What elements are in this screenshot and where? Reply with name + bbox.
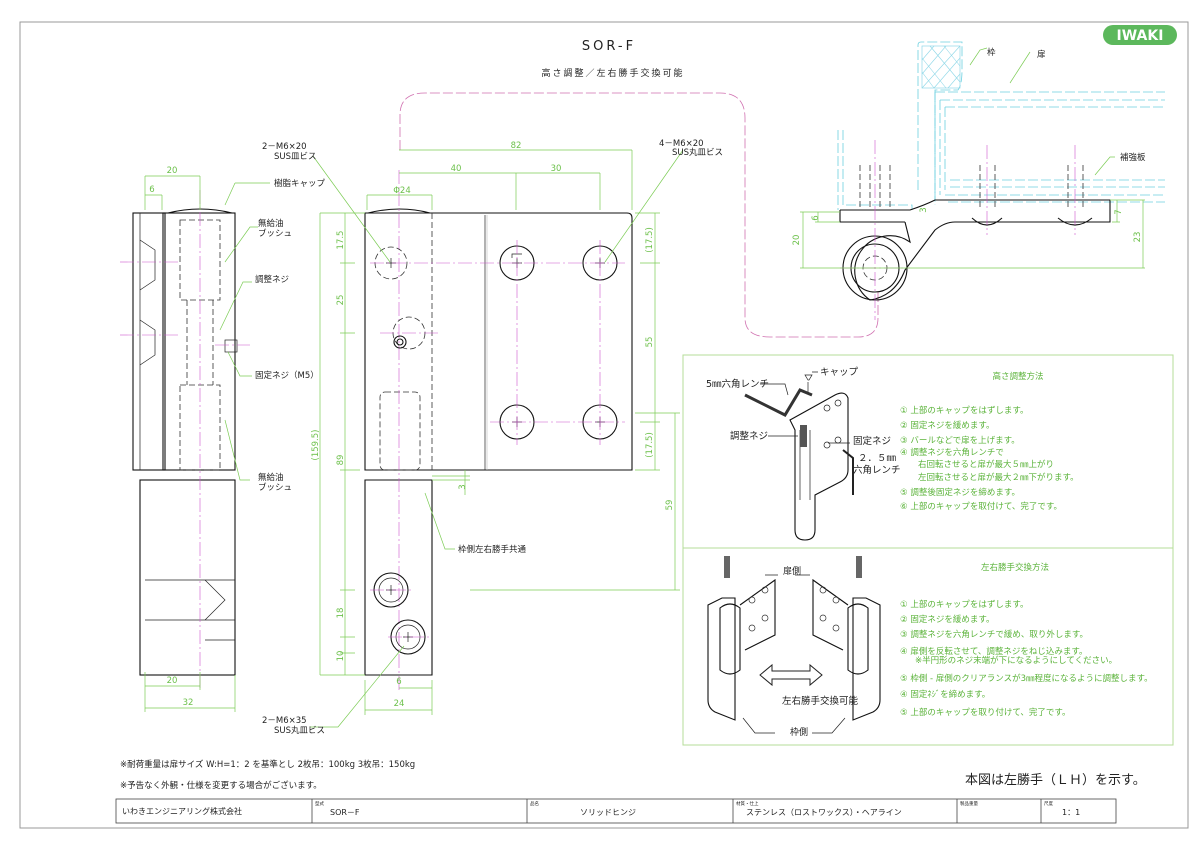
label-resin-cap: 樹脂キャップ	[274, 178, 326, 189]
height-step: ⑥ 上部のキャップを取付けて、完了です。	[900, 501, 1062, 512]
label-adjust-screw: 調整ネジ	[255, 274, 289, 285]
hand-step: ③ 調整ネジを六角レンチで緩め、取り外します。	[900, 629, 1088, 640]
dim-18: 18	[336, 608, 346, 619]
drawing-subtitle: 高さ調整／左右勝手交換可能	[541, 67, 684, 79]
dim-82: 82	[511, 141, 522, 151]
label-right-screw-type: SUS丸皿ビス	[672, 147, 723, 158]
title-block	[115, 798, 1117, 824]
dim-plan-20: 20	[792, 235, 802, 246]
dim-40: 40	[451, 164, 462, 174]
front-view	[310, 149, 684, 728]
dim-89: 89	[336, 455, 346, 466]
label-top-screw-type: SUS皿ビス	[274, 152, 317, 162]
height-step: ③ バールなどで扉を上げます。	[900, 435, 1020, 446]
hand-step: ⑤ 上部のキャップを取り付けて、完了です。	[900, 707, 1071, 718]
callout-wrench-2-5mm-1: ２．５㎜	[858, 453, 897, 464]
dim-plan-7: 7	[1114, 209, 1124, 214]
dim-plan-23: 23	[1133, 232, 1143, 243]
name-value: ソリッドヒンジ	[580, 808, 636, 817]
dim-plan-3: 3	[919, 207, 929, 212]
sheet-border	[19, 21, 1189, 829]
company-name: いわきエンジニアリング株式会社	[122, 806, 242, 816]
model-value: SOR－F	[330, 808, 360, 817]
callout-wrench-2-5mm-2: 六角レンチ	[853, 464, 901, 476]
dim-plan-6: 6	[811, 215, 821, 220]
hand-step: ④ 扉側を反転させて、調整ネジをねじ込みます。	[900, 646, 1088, 657]
label-fix-screw: 固定ネジ（M5）	[255, 370, 319, 381]
hand-step: ※半円形のネジ末端が下になるようにしてください。	[915, 655, 1117, 666]
dim-side-6: 6	[149, 185, 154, 195]
callout-swap: 左右勝手交換可能	[782, 695, 859, 707]
label-bush-top-1: 無給油	[258, 218, 284, 229]
note-load: ※耐荷重量は扉サイズ W:H=1：2 を基準とし 2枚吊：100kg 3枚吊：1…	[120, 759, 415, 770]
scale-label: 尺度	[1044, 800, 1053, 807]
weight-label: 製品重量	[960, 800, 978, 807]
model-label: 型式	[315, 800, 324, 807]
label-bottom-screw-spec: 2－M6×35	[262, 716, 307, 726]
dim-phi24: Φ24	[393, 186, 411, 196]
label-bush-bottom-2: ブッシュ	[258, 482, 292, 493]
height-step: ⑤ 調整後固定ネジを締めます。	[900, 487, 1020, 498]
dim-59: 59	[665, 500, 675, 511]
callout-frame-side: 枠側	[790, 726, 808, 738]
label-door: 扉	[1037, 49, 1046, 60]
label-frame-common: 枠側左右勝手共通	[458, 544, 527, 555]
brand-logo: IWAKI	[1103, 25, 1177, 45]
callout-wrench-5mm: 5㎜六角レンチ	[706, 378, 769, 390]
dim-right-17-5-top: (17.5)	[645, 227, 655, 253]
callout-fix-screw: 固定ネジ	[853, 435, 891, 447]
callout-adjust-screw: 調整ネジ	[730, 430, 768, 442]
callout-door-side: 扉側	[783, 565, 801, 577]
name-label: 品名	[530, 800, 539, 807]
hand-step: ② 固定ネジを緩めます。	[900, 614, 994, 625]
dim-right-17-5-bottom: (17.5)	[645, 432, 655, 458]
dim-side-20: 20	[167, 166, 178, 176]
drawing-title: SOR-F	[582, 39, 636, 54]
callout-cap: キャップ	[820, 367, 859, 378]
height-step: ① 上部のキャップをはずします。	[900, 405, 1028, 416]
instruction-panel	[682, 354, 1174, 746]
label-top-screw-spec: 2－M6×20	[262, 142, 307, 152]
height-step: 左回転させると扉が最大２㎜下がります。	[918, 472, 1079, 483]
dim-55: 55	[645, 337, 655, 348]
label-bush-top-2: ブッシュ	[258, 228, 292, 239]
label-bottom-screw-type: SUS丸皿ビス	[274, 725, 325, 736]
dim-25: 25	[336, 295, 346, 306]
label-reinforcement-plate: 補強板	[1120, 152, 1146, 163]
dim-17-5: 17.5	[336, 231, 346, 250]
plan-view	[800, 41, 1165, 320]
material-label: 材質・仕上	[736, 800, 759, 807]
hand-step: ④ 固定ﾈｼﾞを締めます。	[900, 689, 990, 700]
height-step: 右回転させると扉が最大５㎜上がり	[918, 459, 1054, 470]
label-right-screw-spec: 4－M6×20	[659, 139, 704, 149]
scale-value: 1：1	[1062, 808, 1080, 817]
dim-10: 10	[336, 651, 346, 662]
hand-step: ① 上部のキャップをはずします。	[900, 599, 1028, 610]
height-step: ② 固定ネジを緩めます。	[900, 420, 994, 431]
note-disclaimer: ※予告なく外観・仕様を変更する場合がございます。	[120, 780, 322, 791]
label-frame: 枠	[987, 47, 996, 58]
side-view	[120, 175, 270, 712]
dim-side-bottom-20: 20	[167, 676, 178, 686]
note-hand: 本図は左勝手（ＬＨ）を示す。	[965, 773, 1146, 788]
dim-159-5: (159.5)	[311, 430, 321, 461]
svg-text:IWAKI: IWAKI	[1117, 28, 1164, 44]
label-bush-bottom-1: 無給油	[258, 472, 284, 483]
dim-6: 6	[396, 677, 401, 687]
hand-change-illustration	[707, 556, 881, 734]
dim-24: 24	[394, 699, 405, 709]
dim-30: 30	[551, 164, 562, 174]
dim-3: 3	[458, 484, 468, 489]
hand-step: ⑤ 枠側 - 扉側のクリアランスが3㎜程度になるように調整します。	[900, 673, 1153, 684]
dim-side-32: 32	[183, 698, 194, 708]
height-adjust-title: 高さ調整方法	[992, 371, 1043, 382]
swing-path	[399, 92, 879, 338]
hand-change-title: 左右勝手交換方法	[981, 562, 1049, 573]
height-adjust-illustration	[744, 371, 854, 541]
material-value: ステンレス（ロストワックス）・ヘアライン	[746, 808, 902, 817]
height-step: ④ 調整ネジを六角レンチで	[900, 447, 1004, 458]
